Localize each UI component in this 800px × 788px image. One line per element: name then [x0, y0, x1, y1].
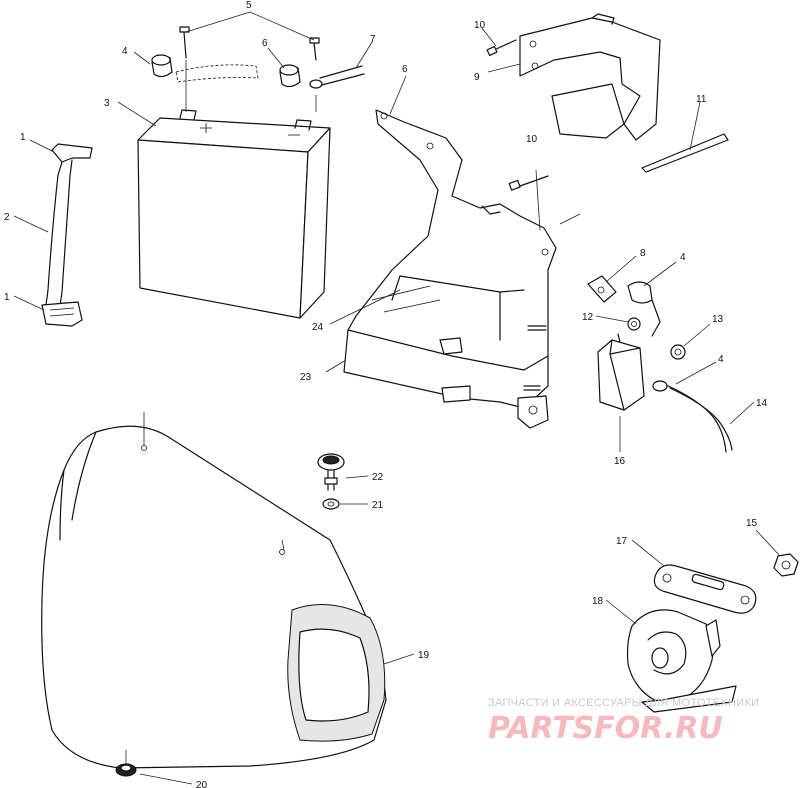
terminal-cap-right[interactable]	[279, 64, 301, 88]
callout-18: 18	[592, 596, 604, 607]
callout-13: 13	[712, 314, 724, 325]
ground-tab[interactable]	[587, 275, 617, 303]
bracket-bolt-lower[interactable]	[508, 175, 549, 191]
nut-small[interactable]	[627, 317, 641, 331]
callout-4-left: 4	[122, 46, 128, 57]
starter-relay[interactable]	[597, 333, 645, 411]
positive-cable[interactable]	[309, 65, 365, 89]
grommet[interactable]	[115, 750, 137, 777]
terminal-dashed-outline	[175, 64, 259, 83]
callout-10-mid: 10	[526, 134, 538, 145]
terminal-bolt-left[interactable]	[179, 26, 190, 59]
fastener-washer[interactable]	[322, 498, 340, 510]
terminal-bolt-right[interactable]	[309, 37, 320, 61]
callout-17: 17	[616, 536, 628, 547]
bracket-bolt-upper[interactable]	[486, 39, 517, 57]
callout-6-left: 6	[262, 38, 268, 49]
battery-tray[interactable]	[343, 109, 557, 429]
callout-labels: 1 1 2 3 4 5 6 7 8 9 10 10 11 12 13 4 4 1…	[4, 0, 768, 788]
callout-9: 9	[474, 72, 480, 83]
callout-12: 12	[582, 312, 594, 323]
nut-hex[interactable]	[670, 344, 686, 360]
horn-nut[interactable]	[773, 553, 799, 577]
leader-lines	[13, 11, 781, 785]
terminal-cap-left[interactable]	[151, 54, 173, 78]
watermark-tagline: ЗАПЧАСТИ И АКСЕССУАРЫ ДЛЯ МОТОТЕХНИКИ	[488, 697, 759, 709]
watermark-logo: PARTSFOR.RU	[488, 711, 723, 746]
stud-lower	[523, 385, 541, 391]
callout-16: 16	[614, 456, 626, 467]
horn[interactable]	[626, 609, 737, 713]
callout-7: 7	[370, 34, 376, 45]
callout-21: 21	[372, 500, 384, 511]
callout-4-right: 4	[680, 252, 686, 263]
stud-upper	[527, 325, 547, 331]
front-cover[interactable]	[41, 412, 387, 769]
callout-20: 20	[196, 780, 208, 788]
cable-tie[interactable]	[641, 133, 729, 173]
battery-strap[interactable]	[41, 143, 93, 327]
callout-14: 14	[756, 398, 768, 409]
callout-23: 23	[300, 372, 312, 383]
callout-2: 2	[4, 212, 10, 223]
quick-fastener[interactable]	[317, 453, 345, 491]
horn-bracket[interactable]	[653, 564, 757, 614]
callout-22: 22	[372, 472, 384, 483]
callout-1-top: 1	[20, 132, 26, 143]
callout-11: 11	[696, 94, 707, 105]
callout-6-right: 6	[402, 64, 408, 75]
callout-1-bottom: 1	[4, 292, 10, 303]
callout-3: 3	[104, 98, 110, 109]
upper-bracket[interactable]	[519, 13, 661, 141]
relay-wire[interactable]	[652, 380, 733, 453]
callout-5: 5	[246, 0, 252, 11]
callout-8: 8	[640, 248, 646, 259]
callout-4-wire: 4	[718, 354, 724, 365]
battery[interactable]	[137, 109, 331, 319]
callout-24: 24	[312, 322, 324, 333]
callout-10-top: 10	[474, 20, 486, 31]
watermark: ЗАПЧАСТИ И АКСЕССУАРЫ ДЛЯ МОТОТЕХНИКИ PA…	[488, 697, 759, 746]
callout-19: 19	[418, 650, 430, 661]
callout-15: 15	[746, 518, 758, 529]
terminal-cap-relay[interactable]	[627, 281, 661, 337]
